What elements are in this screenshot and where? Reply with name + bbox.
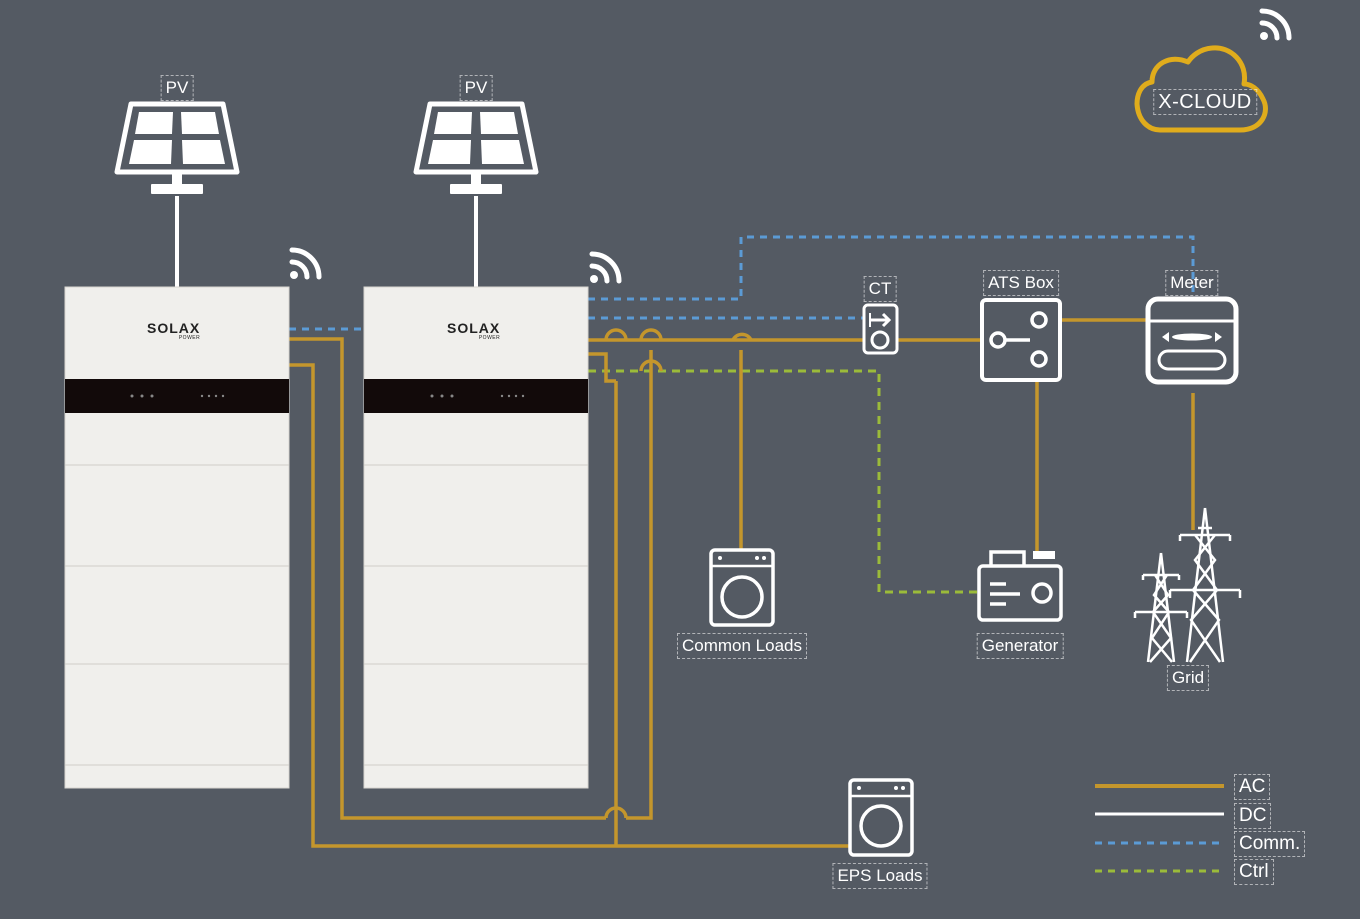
wifi-icon bbox=[589, 251, 622, 284]
solar-panel-icon bbox=[114, 101, 240, 194]
legend-dc-label: DC bbox=[1234, 803, 1272, 829]
pv-left-label: PV bbox=[160, 75, 194, 101]
wifi-icon bbox=[1259, 8, 1292, 41]
legend-ac-label: AC bbox=[1234, 774, 1271, 800]
ct-label: CT bbox=[863, 276, 897, 302]
inverter-left-logo: SOLAX POWER bbox=[147, 321, 200, 341]
grid-label: Grid bbox=[1166, 665, 1210, 691]
eps-loads-label: EPS Loads bbox=[832, 863, 928, 889]
inverter-right-logo: SOLAX POWER bbox=[447, 321, 500, 341]
legend-comm-label: Comm. bbox=[1234, 831, 1306, 857]
ats-box-icon bbox=[980, 298, 1062, 382]
washing-machine-icon bbox=[848, 778, 914, 857]
meter-label: Meter bbox=[1165, 270, 1219, 296]
comm-lines bbox=[289, 235, 1195, 331]
wifi-icon bbox=[289, 247, 322, 280]
meter-icon bbox=[1145, 296, 1239, 385]
transmission-tower-icon bbox=[1133, 507, 1242, 663]
pv-right-label: PV bbox=[459, 75, 493, 101]
inverter-right-brand: SOLAX bbox=[447, 320, 501, 336]
washing-machine-icon bbox=[709, 548, 775, 627]
ct-icon bbox=[862, 303, 899, 355]
ctrl-lines bbox=[588, 369, 978, 594]
inverter-left-brand: SOLAX bbox=[147, 320, 201, 336]
ac-lines bbox=[289, 318, 1195, 848]
generator-icon bbox=[977, 550, 1063, 622]
common-loads-label: Common Loads bbox=[676, 633, 808, 659]
solar-panel-icon bbox=[413, 101, 539, 194]
ats-box-label: ATS Box bbox=[983, 270, 1059, 296]
inverter-right bbox=[363, 286, 589, 789]
inverter-left-sub: POWER bbox=[178, 335, 201, 341]
cloud-icon bbox=[1134, 45, 1268, 133]
dc-lines bbox=[175, 196, 478, 287]
inverter-right-sub: POWER bbox=[478, 335, 501, 341]
inverter-left bbox=[64, 286, 290, 789]
generator-label: Generator bbox=[976, 633, 1064, 659]
legend bbox=[1095, 784, 1224, 873]
x-cloud-label: X-CLOUD bbox=[1153, 89, 1257, 115]
legend-ctrl-label: Ctrl bbox=[1234, 859, 1274, 885]
